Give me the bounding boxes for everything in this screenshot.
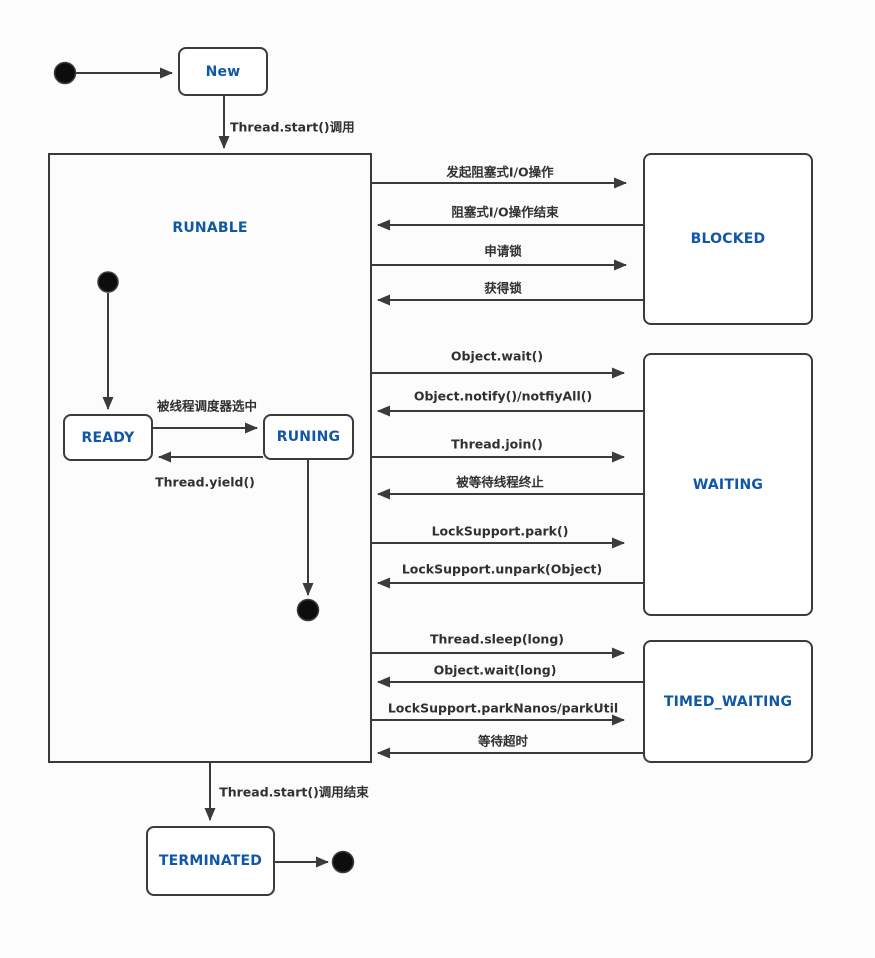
state-running-label: RUNING <box>276 429 341 445</box>
state-runnable-label: RUNABLE <box>172 220 248 236</box>
state-new: New <box>178 47 268 96</box>
edge-label-locksupport-unpark: LockSupport.unpark(Object) <box>401 561 603 577</box>
edge-label-wait-timeout: 等待超时 <box>477 733 529 749</box>
edge-label-thread-yield: Thread.yield() <box>155 474 255 490</box>
final-state-dot <box>331 850 355 874</box>
state-ready-label: READY <box>81 429 135 446</box>
state-terminated-label: TERMINATED <box>158 853 263 869</box>
state-running: RUNING <box>263 414 354 460</box>
edge-label-object-wait-long: Object.wait(long) <box>433 662 557 678</box>
edge-label-object-wait: Object.wait() <box>450 348 544 364</box>
initial-state-dot <box>53 61 77 85</box>
edge-label-thread-join: Thread.join() <box>451 436 543 452</box>
state-terminated: TERMINATED <box>146 826 275 896</box>
state-waiting-label: WAITING <box>692 476 764 493</box>
state-runnable-container <box>48 153 372 763</box>
edge-label-blocking-io-end: 阻塞式I/O操作结束 <box>451 204 559 220</box>
edge-label-waited-thread-terminated: 被等待线程终止 <box>456 474 544 490</box>
state-waiting: WAITING <box>643 353 813 616</box>
state-ready: READY <box>63 414 153 461</box>
edge-label-blocking-io-begin: 发起阻塞式I/O操作 <box>446 164 554 180</box>
edge-label-scheduler-selected: 被线程调度器选中 <box>156 398 258 414</box>
edge-label-thread-start: Thread.start()调用 <box>230 119 355 135</box>
edge-label-request-lock: 申请锁 <box>484 243 522 259</box>
state-timed-waiting: TIMED_WAITING <box>643 640 813 763</box>
edge-label-locksupport-parknanos: LockSupport.parkNanos/parkUtil <box>387 700 619 716</box>
edge-label-object-notify: Object.notify()/notfiyAll() <box>413 388 593 404</box>
inner-final-dot <box>296 598 320 622</box>
inner-initial-dot <box>97 271 119 293</box>
state-timed-waiting-label: TIMED_WAITING <box>663 693 793 710</box>
edge-label-locksupport-park: LockSupport.park() <box>431 523 569 539</box>
state-blocked: BLOCKED <box>643 153 813 325</box>
edge-label-acquire-lock: 获得锁 <box>484 280 522 296</box>
state-new-label: New <box>205 63 241 80</box>
edge-label-thread-sleep: Thread.sleep(long) <box>430 631 564 647</box>
state-blocked-label: BLOCKED <box>690 231 766 247</box>
edge-label-thread-start-call-end: Thread.start()调用结束 <box>219 784 369 800</box>
